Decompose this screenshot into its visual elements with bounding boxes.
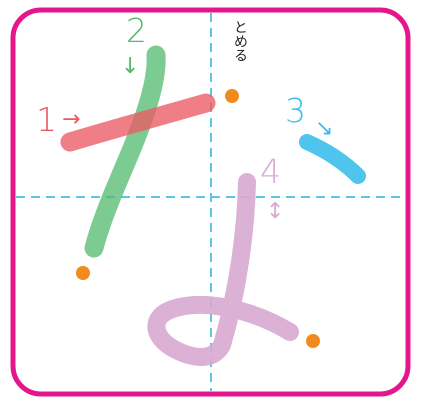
stroke-3: [299, 134, 366, 184]
stroke-4: [147, 173, 299, 366]
stroke-4-arrow: ↕: [266, 199, 284, 224]
stop-dot-top-right: [225, 89, 239, 103]
stroke-4-number: 4: [260, 152, 281, 191]
stop-dot-left: [76, 266, 90, 280]
stroke-1: [60, 93, 216, 152]
stroke-2-number: 2: [126, 11, 147, 50]
stroke-2-arrow: ↓: [121, 54, 139, 79]
stroke-1-arrow: →: [62, 107, 80, 132]
stroke-3-arrow: ↘: [315, 116, 333, 141]
stroke-3-number: 3: [285, 91, 306, 130]
stroke-1-number: 1: [36, 100, 57, 139]
stop-annotation: とめる: [232, 20, 248, 62]
stroke-2: [84, 45, 166, 258]
stop-dot-bottom-right: [306, 334, 320, 348]
grid-frame: [10, 7, 411, 397]
